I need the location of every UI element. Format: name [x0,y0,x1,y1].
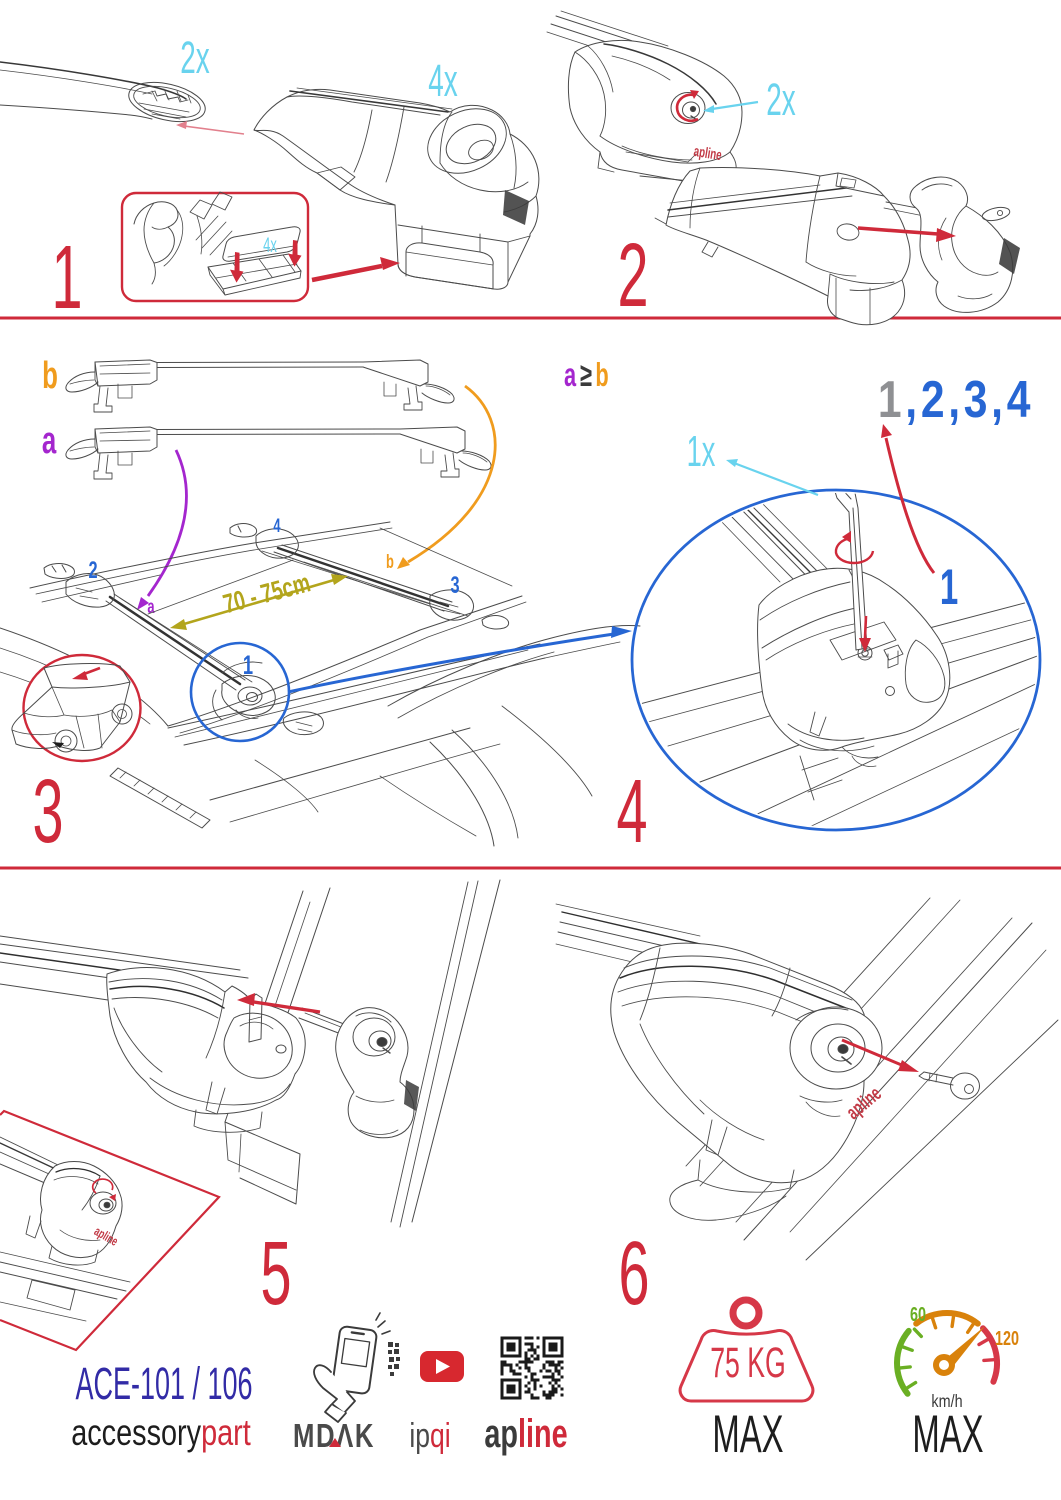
svg-text:2x: 2x [180,32,210,82]
svg-text:5: 5 [260,1222,291,1323]
svg-text:6: 6 [618,1222,649,1323]
svg-text:b: b [386,552,394,573]
svg-text:75 KG: 75 KG [710,1339,786,1387]
svg-text:1: 1 [243,649,253,679]
svg-text:1x: 1x [687,426,716,475]
svg-text:4: 4 [616,760,647,861]
svg-text:60: 60 [910,1303,926,1326]
svg-text:a: a [147,597,155,618]
svg-text:3: 3 [32,760,63,861]
svg-text:2: 2 [88,557,97,584]
svg-text:4: 4 [273,516,280,537]
svg-text:1: 1 [940,559,958,614]
svg-text:km/h: km/h [931,1392,962,1412]
svg-text:b: b [595,356,608,393]
svg-text:2: 2 [617,224,648,325]
svg-text:a: a [42,419,57,461]
svg-text:ipqi: ipqi [409,1417,450,1455]
svg-text:4x: 4x [263,233,277,257]
svg-text:1: 1 [51,226,82,327]
svg-text:apline: apline [693,143,723,164]
svg-text:a: a [564,356,576,393]
svg-text:ACE-101 / 106: ACE-101 / 106 [75,1358,252,1409]
svg-text:apline: apline [484,1411,567,1456]
svg-text:3: 3 [450,572,459,599]
svg-text:2x: 2x [766,74,796,124]
svg-text:MAX: MAX [712,1405,783,1464]
svg-text:MDΛK: MDΛK [293,1418,375,1455]
svg-text:120: 120 [995,1327,1019,1350]
svg-text:1,2,3,4: 1,2,3,4 [878,371,1034,429]
svg-text:4x: 4x [428,55,458,105]
svg-text:accessorypart: accessorypart [71,1413,251,1454]
svg-text:b: b [42,354,58,396]
svg-text:MAX: MAX [912,1405,983,1464]
svg-text:≥: ≥ [580,356,592,393]
